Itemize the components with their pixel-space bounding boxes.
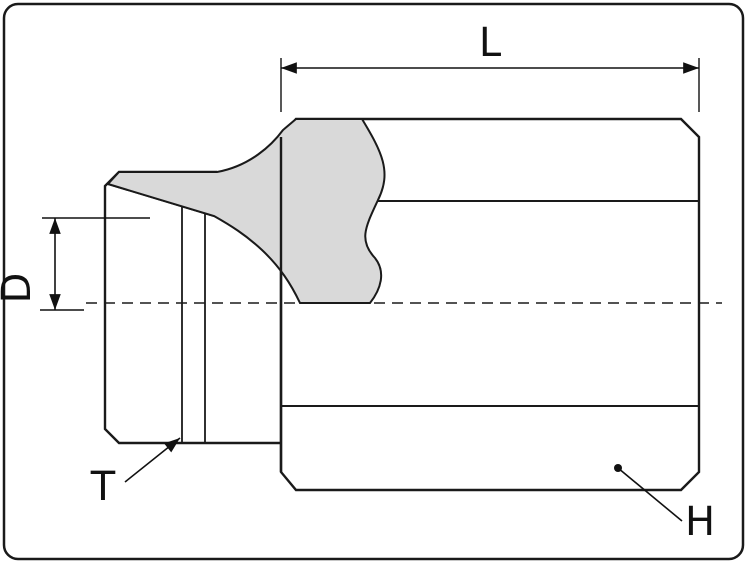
label-length: L xyxy=(479,20,502,66)
leader-T-line xyxy=(124,437,181,483)
label-hex: H xyxy=(685,499,715,545)
label-thread: T xyxy=(90,464,116,510)
dimension-D xyxy=(40,217,150,311)
section-cut-region xyxy=(106,118,386,304)
dimension-L xyxy=(280,58,700,112)
leader-T xyxy=(124,437,181,483)
leader-H-line xyxy=(617,467,683,522)
leader-H xyxy=(614,464,683,522)
label-diameter: D xyxy=(0,273,40,304)
